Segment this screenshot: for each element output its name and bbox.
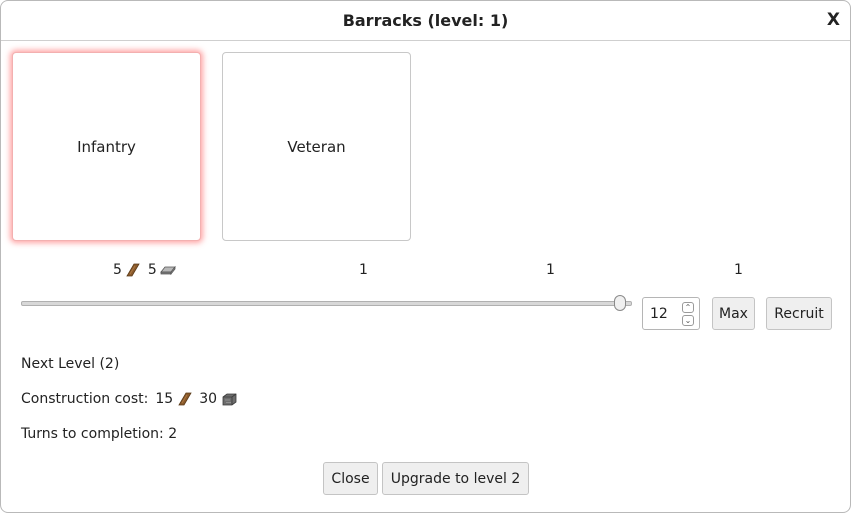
construction-wood-cost: 15 xyxy=(155,391,174,407)
slider-thumb[interactable] xyxy=(613,295,626,311)
recruit-count-value[interactable]: 12 xyxy=(650,306,668,322)
cost-col-3: 1 xyxy=(546,262,555,278)
close-button[interactable]: Close xyxy=(323,462,378,495)
unit-card-label: Infantry xyxy=(77,137,136,156)
construction-stone-cost: 30 xyxy=(199,391,218,407)
next-level-heading: Next Level (2) xyxy=(21,356,120,372)
dialog-close-button[interactable]: X xyxy=(826,10,840,30)
construction-cost-label: Construction cost: xyxy=(21,391,149,407)
chevron-down-icon[interactable]: ⌄ xyxy=(682,315,694,326)
infantry-cost: 5 5 xyxy=(113,262,176,278)
unit-card-label: Veteran xyxy=(287,137,346,156)
wood-plank-icon xyxy=(126,263,140,277)
spinbox-arrows: ⌃ ⌄ xyxy=(682,302,694,328)
wood-plank-icon xyxy=(178,392,192,406)
max-button[interactable]: Max xyxy=(712,297,755,330)
stone-block-icon xyxy=(222,393,237,406)
unit-card-veteran[interactable]: Veteran xyxy=(222,52,411,241)
chevron-up-icon[interactable]: ⌃ xyxy=(682,302,694,313)
construction-cost-line: Construction cost: 15 30 xyxy=(21,391,237,407)
metal-ingot-icon xyxy=(160,265,176,276)
infantry-wood-cost: 5 xyxy=(113,262,122,278)
cost-col-2: 1 xyxy=(359,262,368,278)
recruit-button[interactable]: Recruit xyxy=(766,297,832,330)
recruit-count-spinbox[interactable]: 12 ⌃ ⌄ xyxy=(642,297,700,330)
dialog-title: Barracks (level: 1) xyxy=(342,11,509,30)
slider-track xyxy=(21,301,632,306)
unit-card-infantry[interactable]: Infantry xyxy=(12,52,201,241)
dialog-titlebar: Barracks (level: 1) X xyxy=(1,1,850,41)
cost-col-4: 1 xyxy=(734,262,743,278)
turns-to-completion: Turns to completion: 2 xyxy=(21,426,178,442)
infantry-metal-cost: 5 xyxy=(147,262,157,278)
recruit-count-slider[interactable] xyxy=(21,295,632,311)
upgrade-button[interactable]: Upgrade to level 2 xyxy=(382,462,529,495)
